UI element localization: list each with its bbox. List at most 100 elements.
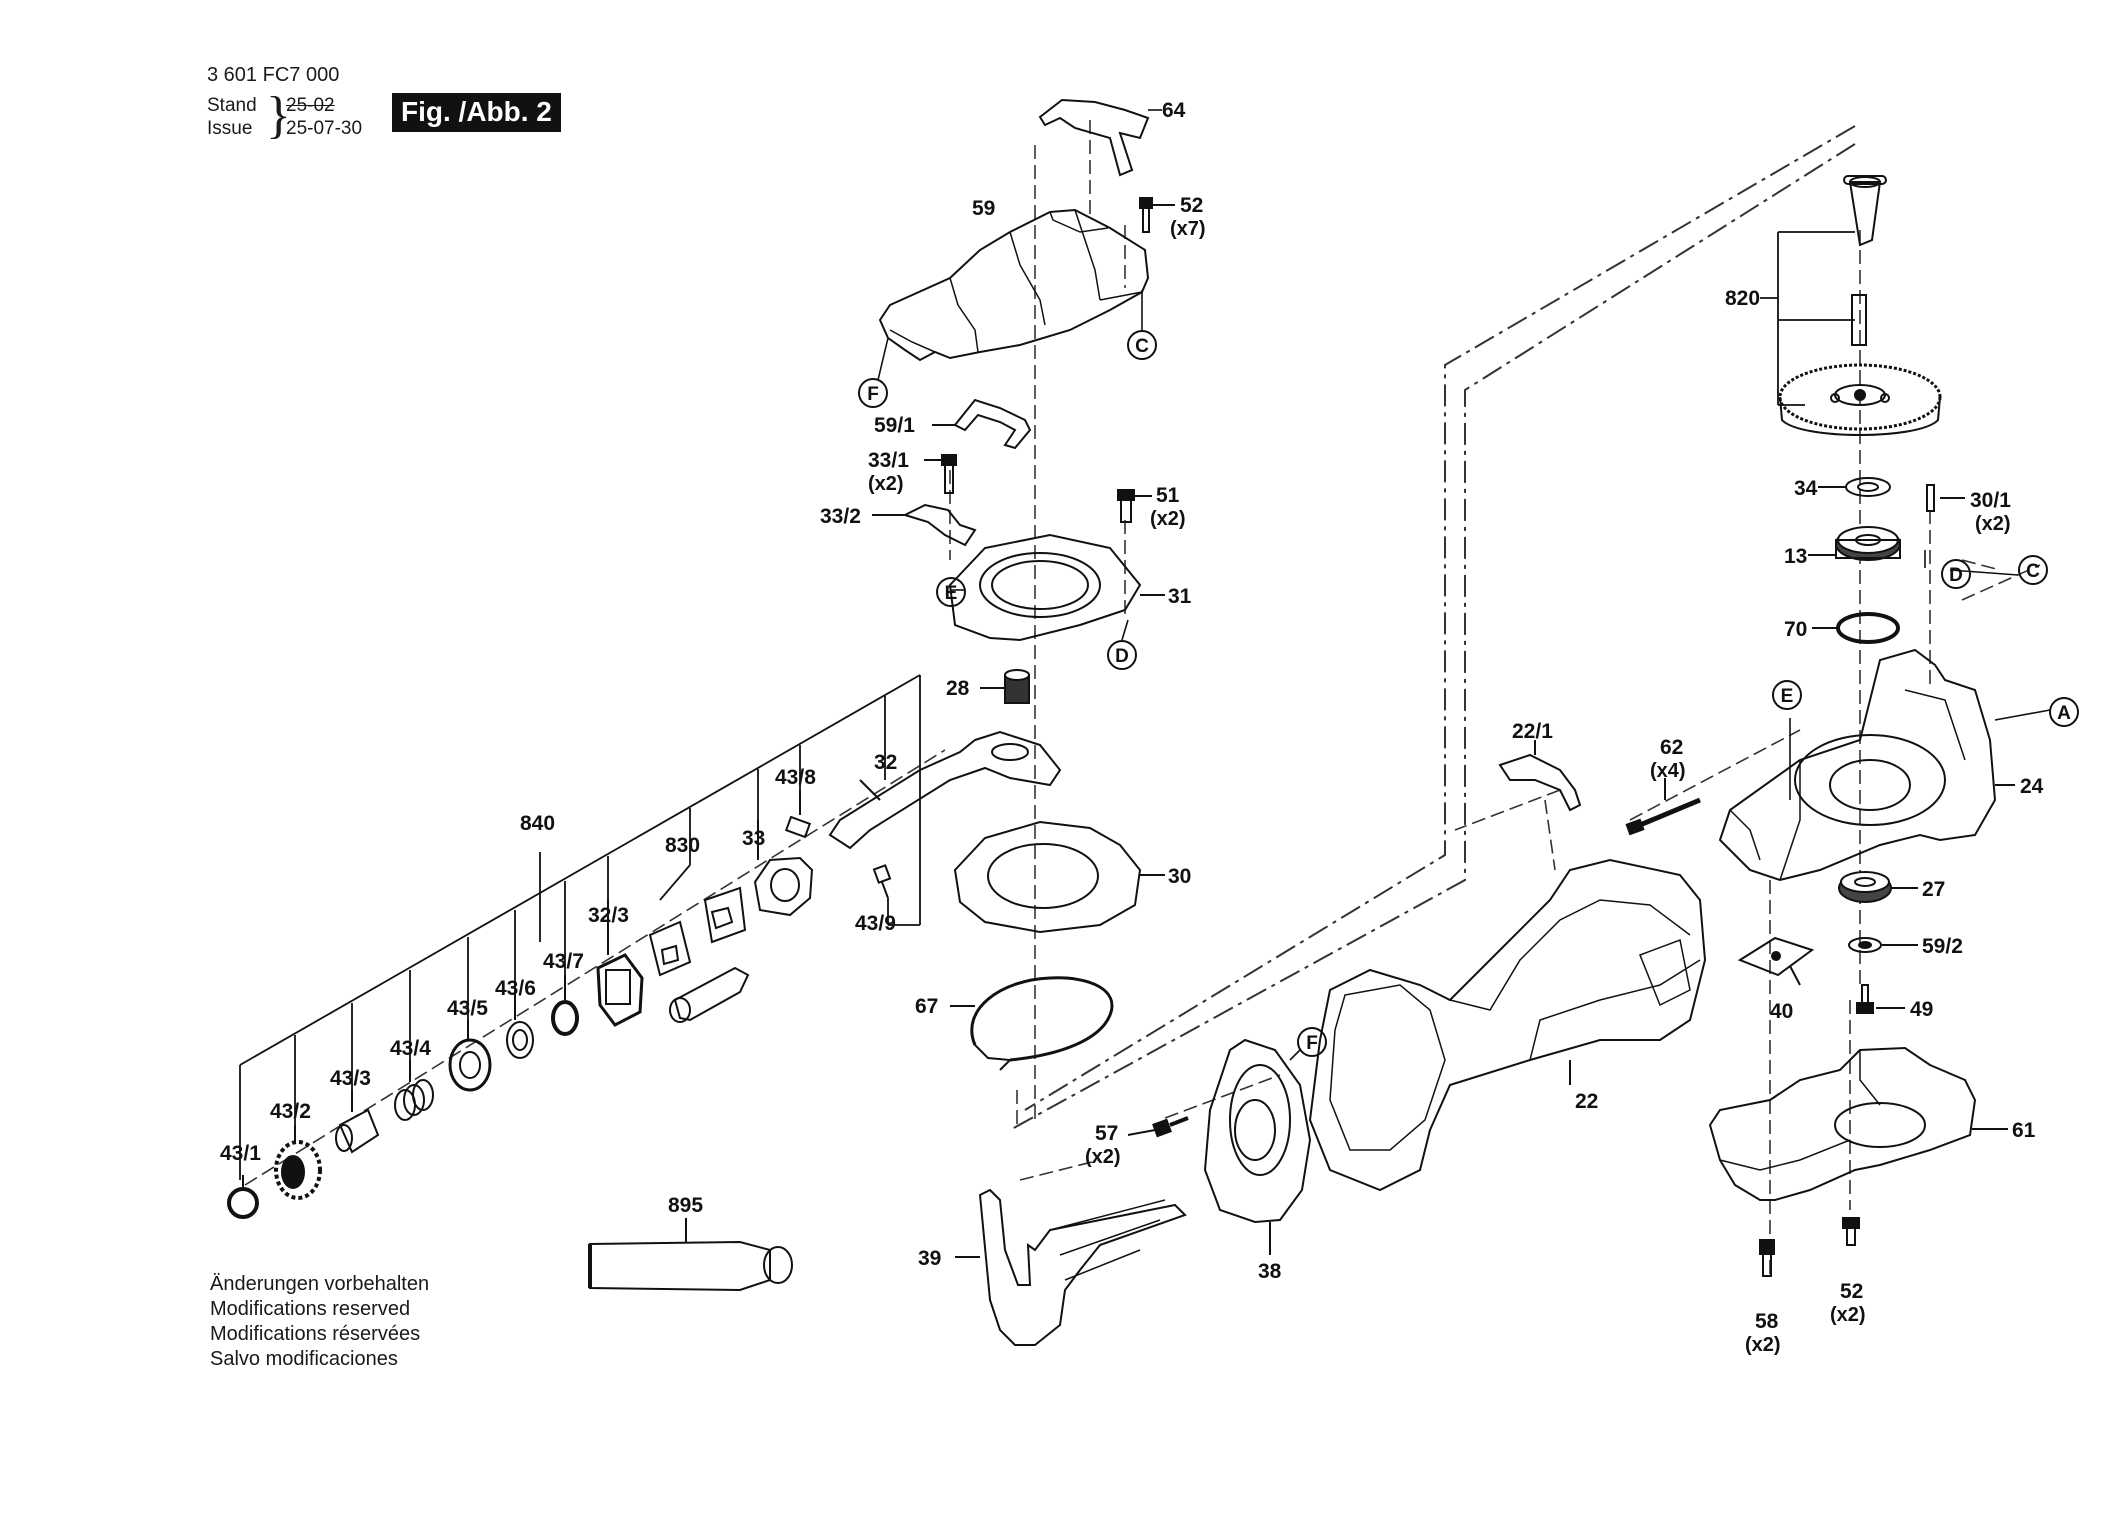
ref-marker-d-plate: D: [1107, 640, 1137, 670]
part-59-1-bracket: [932, 398, 1032, 450]
note-es: Salvo modificaciones: [210, 1348, 398, 1370]
part-34-washer: [1818, 477, 1891, 497]
label-52-bot: 52: [1840, 1280, 1863, 1303]
part-40-plate: [1737, 936, 1815, 986]
label-24: 24: [2020, 775, 2044, 798]
label-22: 22: [1575, 1090, 1598, 1113]
label-58: 58: [1755, 1310, 1779, 1333]
part-24-gear-housing: [1718, 648, 2015, 882]
svg-text:E: E: [945, 583, 958, 604]
label-43-9: 43/9: [855, 912, 896, 935]
part-43-3-sleeve: [335, 1090, 380, 1154]
footer-notes: Änderungen vorbehalten Modifications res…: [210, 1272, 429, 1372]
label-30: 30: [1168, 865, 1191, 888]
label-30-1: 30/1: [1970, 489, 2011, 512]
label-33-2: 33/2: [820, 505, 861, 528]
part-32-3-block: [596, 900, 644, 1027]
svg-text:D: D: [1115, 646, 1129, 667]
label-49: 49: [1910, 998, 1933, 1021]
part-30-gasket: [953, 820, 1165, 934]
part-43-1-oring: [227, 1175, 259, 1219]
label-52-top-mult: (x7): [1170, 218, 1206, 240]
label-31: 31: [1168, 585, 1192, 608]
part-51-screw: [1117, 489, 1152, 523]
part-43-6-washer: [506, 990, 534, 1059]
part-52-screw-top: [1139, 197, 1175, 233]
svg-text:E: E: [1781, 686, 1794, 707]
label-27: 27: [1922, 878, 1945, 901]
label-840: 840: [520, 812, 555, 835]
label-51-mult: (x2): [1150, 508, 1186, 530]
part-43-5-bearing: [448, 1020, 492, 1092]
part-43-7-circlip: [551, 975, 579, 1036]
ref-marker-e-plate: E: [936, 577, 966, 607]
issue-date: 25-07-30: [286, 118, 363, 139]
label-39: 39: [918, 1247, 941, 1270]
part-64-clip: [1038, 98, 1150, 177]
svg-text:C: C: [1135, 336, 1149, 357]
ref-marker-d-right: D: [1941, 559, 1971, 589]
label-33-1-mult: (x2): [868, 473, 904, 495]
label-43-6: 43/6: [495, 977, 536, 1000]
note-fr: Modifications réservées: [210, 1323, 421, 1345]
ref-marker-f-mid: F: [1297, 1027, 1327, 1057]
label-38: 38: [1258, 1260, 1282, 1283]
label-67: 67: [915, 995, 938, 1018]
label-34: 34: [1794, 477, 1818, 500]
part-43-9-screw: [872, 864, 892, 899]
part-39-shoe: [955, 1188, 1187, 1346]
part-32-plunger: [828, 730, 1062, 850]
label-62-mult: (x4): [1650, 760, 1686, 782]
part-52-screw-bottom: [1842, 1217, 1860, 1246]
part-33-1-screw: [924, 454, 957, 494]
part-895-grease-tube: [588, 1218, 793, 1292]
label-28: 28: [946, 677, 970, 700]
label-43-3: 43/3: [330, 1067, 371, 1090]
label-22-1: 22/1: [1512, 720, 1553, 743]
label-59-1: 59/1: [874, 414, 915, 437]
phantom-lines: [1009, 125, 1856, 1131]
label-43-7: 43/7: [543, 950, 584, 973]
label-40: 40: [1770, 1000, 1793, 1023]
ref-marker-a-right: A: [2049, 697, 2079, 727]
note-en: Modifications reserved: [210, 1298, 411, 1320]
part-31-plate: [948, 533, 1165, 642]
part-38-end-cap: [1203, 1038, 1312, 1255]
label-58-mult: (x2): [1745, 1334, 1781, 1356]
label-64: 64: [1162, 99, 1186, 122]
part-49-screw: [1856, 984, 1905, 1014]
part-61-bottom-cover: [1708, 1046, 2008, 1201]
svg-text:F: F: [867, 384, 879, 405]
part-labels: 64 59 52 (x7) 59/1 33/1 (x2) 33/2 51 (x2…: [220, 99, 2044, 1356]
figure-title: Fig. /Abb. 2: [392, 93, 561, 132]
label-70: 70: [1784, 618, 1807, 641]
ref-marker-c-right: C: [2018, 555, 2048, 585]
part-67-clamp-ring: [950, 976, 1114, 1071]
part-13-bearing: [1808, 526, 1901, 561]
group-820-bracket: [1760, 231, 1855, 406]
label-59: 59: [972, 197, 995, 220]
part-59-top-cover: [878, 208, 1150, 362]
label-57-mult: (x2): [1085, 1146, 1121, 1168]
ref-marker-f-top: F: [858, 378, 888, 408]
label-59-2: 59/2: [1922, 935, 1963, 958]
label-43-4: 43/4: [390, 1037, 431, 1060]
label-43-8: 43/8: [775, 766, 816, 789]
brace-glyph: }: [266, 87, 291, 144]
part-22-motor-housing: [1308, 858, 1707, 1192]
label-895: 895: [668, 1194, 703, 1217]
part-59-2-washer: [1848, 937, 1918, 953]
part-58-screw: [1759, 1239, 1775, 1277]
label-32-3: 32/3: [588, 904, 629, 927]
part-43-4-spring: [394, 1060, 434, 1121]
ref-marker-e-right: E: [1772, 680, 1802, 710]
part-43-8-pin: [784, 790, 812, 839]
label-62: 62: [1660, 736, 1683, 759]
svg-text:A: A: [2057, 703, 2071, 724]
part-28-bushing: [980, 669, 1030, 704]
label-13: 13: [1784, 545, 1807, 568]
ref-marker-c-top: C: [1127, 330, 1157, 360]
label-830: 830: [665, 834, 700, 857]
